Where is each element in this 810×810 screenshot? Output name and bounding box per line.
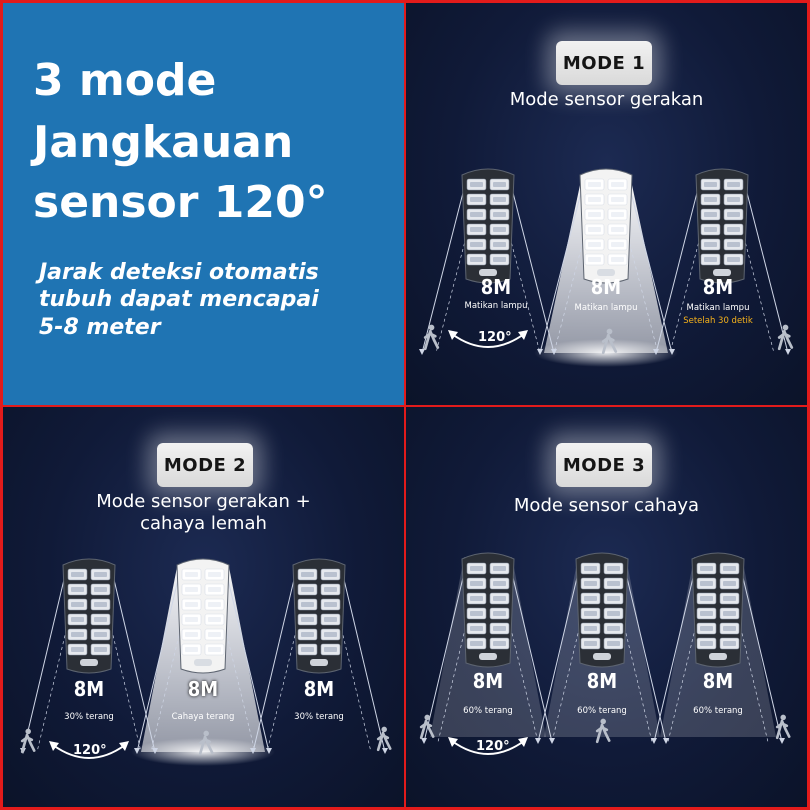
mode3-walking-person-icon-left bbox=[419, 714, 435, 740]
mode1-lamp3-sensor bbox=[713, 269, 731, 276]
mode1-lamp2-beam-floor-glow bbox=[534, 339, 678, 367]
mode1-badge: MODE 1 bbox=[556, 41, 652, 85]
mode1-angle-arc bbox=[448, 330, 528, 348]
mode1-lamp3-distance: 8M bbox=[702, 275, 734, 299]
mode3-angle-label: 120° bbox=[476, 739, 510, 754]
mode3-lamp3 bbox=[691, 552, 745, 668]
mode3-lamp3-sensor bbox=[709, 653, 727, 660]
mode2-badge: MODE 2 bbox=[157, 443, 253, 487]
mode2-lamp3-sensor bbox=[310, 659, 328, 666]
mode3-lamp3-distance: 8M bbox=[702, 669, 734, 693]
mode2-lamp3-distance: 8M bbox=[303, 677, 335, 701]
mode2-lamp2-sensor bbox=[194, 659, 212, 666]
mode2-lamp1-caption: 30% terang bbox=[64, 712, 114, 722]
mode2-panel: MODE 2 Mode sensor gerakan + cahaya lema… bbox=[3, 407, 404, 807]
mode2-lamp2-beam-floor-glow bbox=[131, 738, 275, 766]
mode2-walking-person-icon-center bbox=[198, 730, 214, 756]
mode1-heading: Mode sensor gerakan bbox=[509, 89, 704, 110]
mode3-lamp2-sensor bbox=[593, 653, 611, 660]
mode3-lamp1-caption: 60% terang bbox=[463, 706, 513, 716]
mode2-heading-line2: cahaya lemah bbox=[140, 513, 267, 534]
mode1-lamp2 bbox=[579, 168, 633, 284]
mode3-lamp2-caption: 60% terang bbox=[577, 706, 627, 716]
mode3-heading: Mode sensor cahaya bbox=[513, 495, 700, 516]
intro-subtitle-line3: 5-8 meter bbox=[39, 315, 161, 340]
mode3-lamp3-caption: 60% terang bbox=[693, 706, 743, 716]
mode2-lamp2-cone bbox=[134, 566, 272, 754]
mode2-lamp1-distance: 8M bbox=[73, 677, 105, 701]
mode1-lamp1-distance: 8M bbox=[480, 275, 512, 299]
mode1-lamp3 bbox=[695, 168, 749, 284]
mode1-walking-person-icon-center bbox=[601, 328, 618, 355]
mode1-lamp2-caption: Matikan lampu bbox=[574, 303, 638, 313]
intro-title-line3: sensor 120° bbox=[33, 177, 328, 228]
intro-subtitle-line1: Jarak deteksi otomatis bbox=[39, 260, 319, 285]
mode1-lamp2-sensor bbox=[597, 269, 615, 276]
mode3-lamp1-distance: 8M bbox=[472, 669, 504, 693]
mode3-lamp1-sensor bbox=[479, 653, 497, 660]
mode1-illustration bbox=[419, 168, 794, 367]
mode3-lamp3-cone bbox=[651, 564, 785, 744]
mode3-illustration bbox=[419, 552, 791, 755]
mode3-lamp2-distance: 8M bbox=[586, 669, 618, 693]
mode3-angle-arc bbox=[448, 737, 528, 755]
intro-panel: 3 mode Jangkauan sensor 120° Jarak detek… bbox=[3, 3, 404, 405]
mode2-heading-line1: Mode sensor gerakan + bbox=[96, 491, 311, 512]
mode3-lamp1 bbox=[461, 552, 515, 668]
mode2-lamp1 bbox=[62, 558, 116, 674]
mode2-lamp1-sensor bbox=[80, 659, 98, 666]
mode2-walking-person-icon-left bbox=[20, 728, 36, 754]
mode1-lamp3-caption: Matikan lampu bbox=[686, 303, 750, 313]
mode1-walking-person-icon-left bbox=[423, 324, 440, 351]
mode1-lamp1-caption: Matikan lampu bbox=[464, 301, 528, 311]
mode2-lamp3 bbox=[292, 558, 346, 674]
mode2-lamp2 bbox=[176, 558, 230, 674]
mode3-walking-person-icon-right bbox=[775, 714, 791, 740]
mode1-lamp1-sensor bbox=[479, 269, 497, 276]
mode1-walking-person-icon-right bbox=[777, 324, 794, 351]
mode2-angle-arc bbox=[49, 741, 129, 759]
mode3-panel: MODE 3 Mode sensor cahaya 8M 60% terang … bbox=[406, 407, 807, 807]
intro-title-line1: 3 mode bbox=[33, 55, 217, 106]
mode2-lamp3-caption: 30% terang bbox=[294, 712, 344, 722]
mode1-panel: MODE 1 Mode sensor gerakan 8M Matikan la… bbox=[406, 3, 807, 405]
mode1-lamp3-extra: Setelah 30 detik bbox=[683, 316, 753, 326]
mode1-angle-label: 120° bbox=[478, 330, 512, 345]
mode3-badge: MODE 3 bbox=[556, 443, 652, 487]
mode2-lamp2-caption: Cahaya terang bbox=[171, 712, 235, 722]
mode3-lamp2 bbox=[575, 552, 629, 668]
mode1-lamp2-distance: 8M bbox=[590, 275, 622, 299]
mode2-lamp2-distance: 8M bbox=[187, 677, 219, 701]
mode1-lamp3-cone bbox=[653, 180, 791, 355]
mode2-walking-person-icon-right bbox=[376, 726, 392, 752]
intro-title-line2: Jangkauan bbox=[33, 117, 294, 168]
mode2-angle-label: 120° bbox=[73, 743, 107, 758]
mode3-walking-person-icon-center bbox=[595, 718, 611, 744]
mode3-lamp2-cone bbox=[535, 564, 669, 744]
intro-subtitle-line2: tubuh dapat mencapai bbox=[39, 287, 319, 312]
mode1-lamp1-cone bbox=[419, 180, 557, 355]
mode1-lamp1 bbox=[461, 168, 515, 284]
mode2-lamp3-cone bbox=[250, 566, 388, 754]
mode2-illustration bbox=[20, 558, 392, 766]
